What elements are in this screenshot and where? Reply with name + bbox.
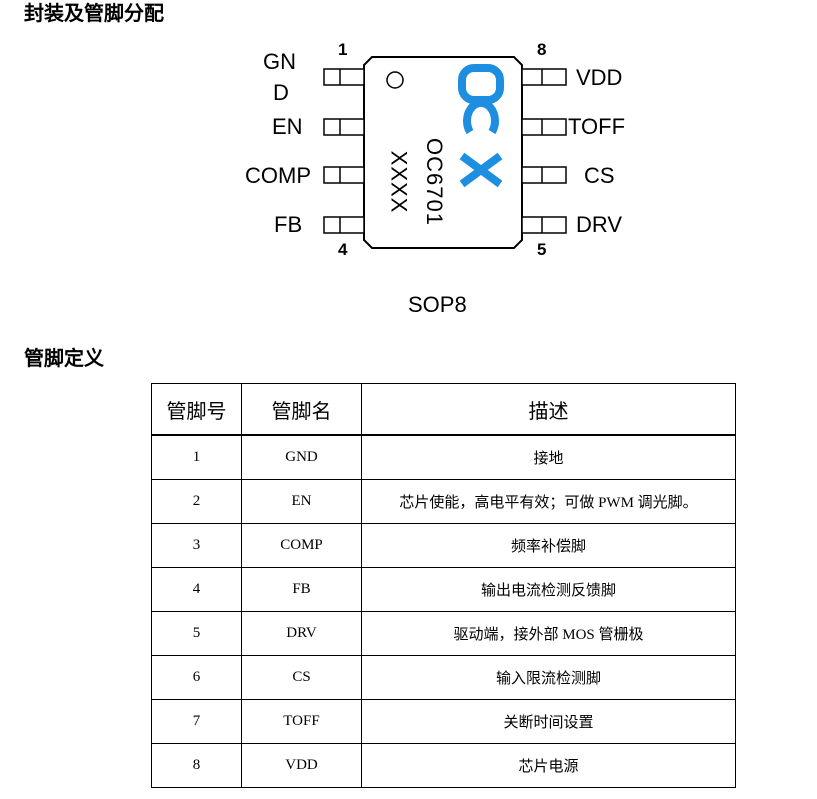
- pin-number-4: 4: [338, 240, 348, 259]
- pin-label-en: EN: [272, 114, 303, 139]
- pin-label-gnd-line1: GN: [263, 49, 296, 74]
- cell-pin-name: FB: [241, 567, 362, 612]
- pin-lead-2: [323, 118, 365, 136]
- pin-label-cs: CS: [584, 163, 615, 188]
- cell-pin-name: GND: [241, 434, 362, 480]
- pin-number-5: 5: [537, 240, 547, 259]
- cell-pin-name: COMP: [241, 523, 362, 568]
- pin-lead-7: [521, 118, 567, 136]
- cell-description: 输出电流检测反馈脚: [361, 567, 736, 612]
- cell-description: 驱动端，接外部 MOS 管栅极: [361, 611, 736, 656]
- chip-drawing: [323, 56, 567, 249]
- pin-lead-4: [323, 216, 365, 234]
- table-header-row: 管脚号 管脚名 描述: [151, 383, 736, 436]
- pin-lead-3: [323, 166, 365, 184]
- cell-pin-number: 8: [151, 743, 242, 788]
- package-name: SOP8: [408, 292, 467, 317]
- section-heading-package: 封装及管脚分配: [24, 1, 164, 25]
- cell-pin-number: 2: [151, 479, 242, 524]
- cell-description: 关断时间设置: [361, 699, 736, 744]
- sop8-pinout-diagram: 1 4 8 5 GN D EN COMP FB VDD TOFF CS DRV …: [0, 0, 817, 330]
- cell-pin-number: 6: [151, 655, 242, 700]
- section-heading-pin-definition: 管脚定义: [24, 346, 104, 370]
- cell-pin-number: 3: [151, 523, 242, 568]
- pin-label-fb: FB: [274, 212, 303, 237]
- cell-pin-name: DRV: [241, 611, 362, 656]
- pin-lead-5: [521, 216, 567, 234]
- header-pin-number: 管脚号: [151, 383, 242, 436]
- cell-pin-number: 4: [151, 567, 242, 612]
- table-row: 7 TOFF 关断时间设置: [151, 699, 736, 744]
- pin-label-vdd: VDD: [576, 65, 623, 90]
- pin-definition-table: 管脚号 管脚名 描述 1 GND 接地 2 EN 芯片使能，高电平有效；可做 P…: [151, 383, 736, 788]
- pin-lead-1: [323, 68, 365, 86]
- pin-label-toff: TOFF: [568, 114, 626, 139]
- pin-label-comp: COMP: [245, 163, 311, 188]
- pin-lead-6: [521, 166, 567, 184]
- header-pin-name: 管脚名: [241, 383, 362, 436]
- cell-pin-name: EN: [241, 479, 362, 524]
- cell-pin-name: TOFF: [241, 699, 362, 744]
- chip-part-number: OC6701: [421, 138, 447, 226]
- cell-description: 芯片电源: [361, 743, 736, 788]
- table-row: 4 FB 输出电流检测反馈脚: [151, 567, 736, 612]
- pin-number-8: 8: [537, 40, 547, 59]
- pin-number-1: 1: [338, 40, 348, 59]
- pin1-marker: [386, 71, 404, 89]
- table-row: 1 GND 接地: [151, 434, 736, 480]
- pin-label-drv: DRV: [576, 212, 623, 237]
- chip-date-code: XXXX: [386, 150, 412, 214]
- cell-pin-number: 5: [151, 611, 242, 656]
- table-row: 5 DRV 驱动端，接外部 MOS 管栅极: [151, 611, 736, 656]
- cell-pin-number: 7: [151, 699, 242, 744]
- pin-label-gnd-line2: D: [273, 80, 289, 105]
- cell-description: 频率补偿脚: [361, 523, 736, 568]
- table-row: 3 COMP 频率补偿脚: [151, 523, 736, 568]
- ocx-logo: [458, 64, 504, 188]
- cell-description: 接地: [361, 434, 736, 480]
- table-row: 2 EN 芯片使能，高电平有效；可做 PWM 调光脚。: [151, 479, 736, 524]
- pin-lead-8: [521, 68, 567, 86]
- table-row: 8 VDD 芯片电源: [151, 743, 736, 788]
- header-description: 描述: [361, 383, 736, 436]
- cell-pin-name: VDD: [241, 743, 362, 788]
- cell-description: 输入限流检测脚: [361, 655, 736, 700]
- cell-pin-name: CS: [241, 655, 362, 700]
- cell-pin-number: 1: [151, 434, 242, 480]
- table-row: 6 CS 输入限流检测脚: [151, 655, 736, 700]
- cell-description: 芯片使能，高电平有效；可做 PWM 调光脚。: [361, 479, 736, 524]
